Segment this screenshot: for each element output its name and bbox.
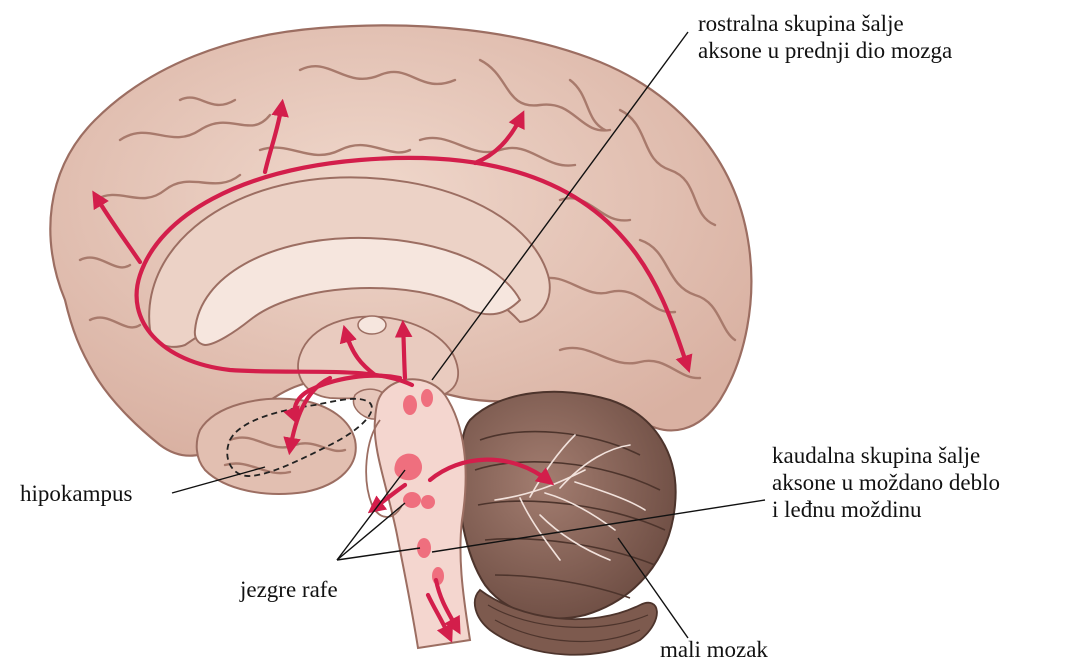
label-cerebellum-text: mali mozak — [660, 636, 768, 663]
label-raphe-nuclei: jezgre rafe — [240, 576, 338, 603]
raphe-nucleus-pontine-3 — [421, 495, 435, 509]
label-hippocampus-text: hipokampus — [20, 480, 132, 507]
label-caudal-line-1: kaudalna skupina šalje — [772, 442, 1000, 469]
cerebellum — [459, 392, 676, 655]
raphe-nucleus-rostral-2 — [421, 389, 433, 407]
label-caudal-line-2: aksone u moždano deblo — [772, 469, 1000, 496]
label-caudal-line-3: i leđnu moždinu — [772, 496, 1000, 523]
arrow-thalamus-2 — [403, 325, 405, 378]
label-hippocampus: hipokampus — [20, 480, 132, 507]
interthalamic-adhesion — [358, 316, 386, 334]
cerebellum-body — [459, 392, 676, 619]
raphe-nucleus-rostral-1 — [403, 395, 417, 415]
raphe-nucleus-pontine-2 — [403, 492, 421, 508]
brainstem-body — [375, 379, 470, 648]
label-raphe-nuclei-text: jezgre rafe — [240, 576, 338, 603]
label-cerebellum: mali mozak — [660, 636, 768, 663]
brainstem — [366, 379, 470, 648]
label-caudal-group: kaudalna skupina šalje aksone u moždano … — [772, 442, 1000, 523]
label-rostral-group: rostralna skupina šalje aksone u prednji… — [698, 10, 952, 64]
label-rostral-line-2: aksone u prednji dio mozga — [698, 37, 952, 64]
label-rostral-line-1: rostralna skupina šalje — [698, 10, 952, 37]
